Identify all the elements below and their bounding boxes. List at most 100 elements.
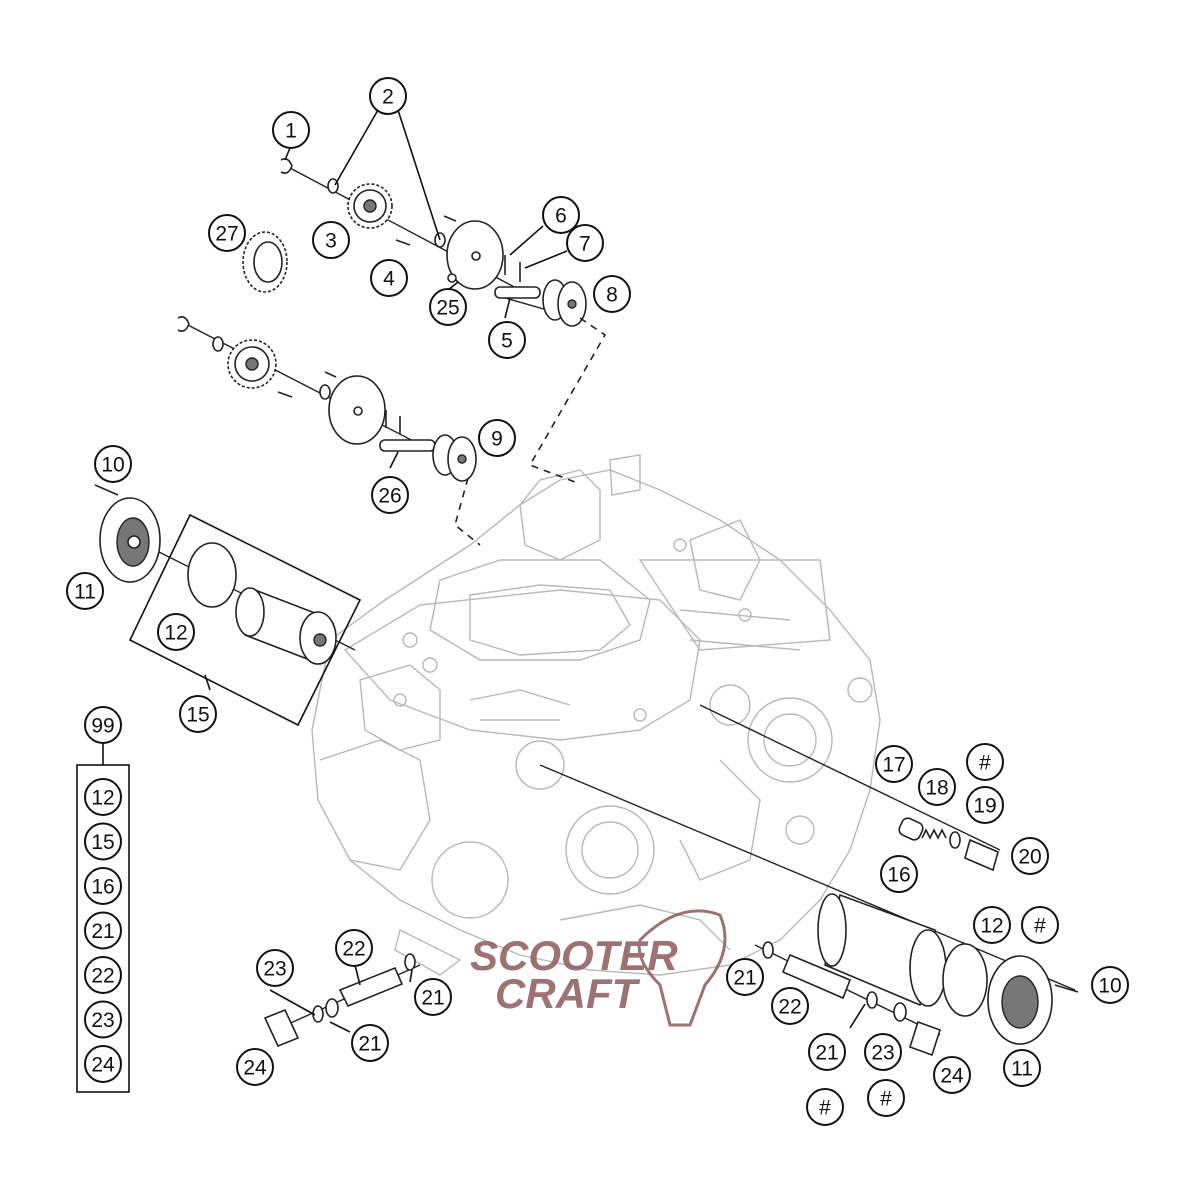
upper-oil-pump-assembly xyxy=(242,158,587,327)
callout-number: # xyxy=(1034,915,1046,938)
callout-circle xyxy=(371,476,409,514)
callout-c22b: 22 xyxy=(771,987,809,1025)
callout-c21b: 21 xyxy=(351,1024,389,1062)
callout-circle xyxy=(157,613,195,651)
callout-c11a: 11 xyxy=(66,572,104,610)
callout-h2: # xyxy=(1021,906,1059,944)
bypass-valve-assembly xyxy=(699,704,1001,872)
callout-c15: 15 xyxy=(179,695,217,733)
callout-c18: 18 xyxy=(918,768,956,806)
callout-number: 12 xyxy=(980,915,1003,938)
o-ring-part xyxy=(949,831,961,849)
callout-circle xyxy=(369,77,407,115)
callout-circle xyxy=(933,1056,971,1094)
callout-c3: 3 xyxy=(312,221,350,259)
callout-circle xyxy=(864,1033,902,1071)
callout-c6: 6 xyxy=(542,196,580,234)
callout-number: 16 xyxy=(91,876,114,899)
callout-number: 15 xyxy=(186,704,209,727)
pump-shaft-part xyxy=(379,439,436,452)
callout-number: 8 xyxy=(606,284,618,307)
screw-part xyxy=(395,215,457,246)
callout-circle xyxy=(84,706,122,744)
pump-rotor-part xyxy=(432,434,477,482)
callout-number: 12 xyxy=(164,622,187,645)
screw-part xyxy=(1054,984,1079,993)
callout-number: # xyxy=(880,1088,892,1111)
callout-c23a: 23 xyxy=(256,949,294,987)
callout-circle xyxy=(414,978,452,1016)
callout-number: 7 xyxy=(579,233,591,256)
callout-number: 3 xyxy=(325,230,337,253)
washer-part xyxy=(327,178,339,194)
o-ring-part xyxy=(404,953,416,971)
callout-c24a: 24 xyxy=(236,1048,274,1086)
idler-gear-part xyxy=(242,231,288,293)
callout-number: 23 xyxy=(91,1009,114,1032)
install-path-line xyxy=(528,317,607,483)
callout-h3: # xyxy=(806,1088,844,1126)
callout-circle xyxy=(94,445,132,483)
callout-circle xyxy=(771,987,809,1025)
lower-right-valve-assembly xyxy=(754,941,941,1057)
callout-number: 20 xyxy=(1018,846,1041,869)
o-ring-part xyxy=(942,943,988,1017)
callout-c25: 25 xyxy=(429,288,467,326)
callout-number: 5 xyxy=(501,330,513,353)
filter-cover-part xyxy=(987,955,1053,1045)
callout-circle xyxy=(312,221,350,259)
callout-circle xyxy=(84,822,122,861)
kit-item-callout: 21 xyxy=(84,911,122,950)
washer-part xyxy=(325,998,339,1018)
lower-left-valve-assembly xyxy=(263,953,421,1048)
callout-c11b: 11 xyxy=(1003,1049,1041,1087)
watermark-line1: SCOOTER xyxy=(470,932,678,979)
washer-part xyxy=(212,336,224,352)
callout-number: 22 xyxy=(342,938,365,961)
callout-number: 24 xyxy=(91,1054,115,1077)
callout-circle xyxy=(566,224,604,262)
callout-c5: 5 xyxy=(488,321,526,359)
callout-circle xyxy=(806,1088,844,1126)
oil-filter-part xyxy=(235,587,337,665)
callout-circle xyxy=(875,745,913,783)
callout-number: 18 xyxy=(925,777,948,800)
callout-circle xyxy=(370,259,408,297)
install-path-line xyxy=(454,477,481,546)
pump-shaft-part xyxy=(494,286,541,299)
callout-c2: 2 xyxy=(369,77,407,115)
callout-c10b: 10 xyxy=(1091,966,1129,1004)
callout-number: 16 xyxy=(887,864,910,887)
callout-c7: 7 xyxy=(566,224,604,262)
callout-number: 9 xyxy=(491,428,503,451)
callout-c4: 4 xyxy=(370,259,408,297)
callout-circle xyxy=(66,572,104,610)
callout-c12b: 12 xyxy=(973,906,1011,944)
callout-circle xyxy=(918,768,956,806)
callout-circle xyxy=(84,1045,122,1083)
callout-circle xyxy=(488,321,526,359)
callout-circle xyxy=(236,1048,274,1086)
lower-oil-pump-assembly xyxy=(177,316,477,482)
callout-number: 25 xyxy=(436,297,459,320)
callout-number: # xyxy=(979,752,991,775)
callout-c24b: 24 xyxy=(933,1056,971,1094)
valve-part xyxy=(338,966,404,1008)
callout-circle xyxy=(966,743,1004,781)
watermark-line2: CRAFT xyxy=(495,970,641,1017)
callout-number: 12 xyxy=(91,787,114,810)
callout-c20: 20 xyxy=(1011,837,1049,875)
screw-part xyxy=(94,484,119,496)
snap-ring-part xyxy=(177,316,190,332)
callout-circle xyxy=(351,1024,389,1062)
callout-h4: # xyxy=(867,1079,905,1117)
screw-part xyxy=(277,371,337,398)
callout-group: 1234567891010111112121516171819202121212… xyxy=(66,77,1129,1126)
kit-item-callout: 24 xyxy=(84,1045,122,1083)
callout-number: 15 xyxy=(91,831,114,854)
o-ring-part xyxy=(187,542,237,608)
callout-circle xyxy=(179,695,217,733)
callout-number: 26 xyxy=(378,485,401,508)
